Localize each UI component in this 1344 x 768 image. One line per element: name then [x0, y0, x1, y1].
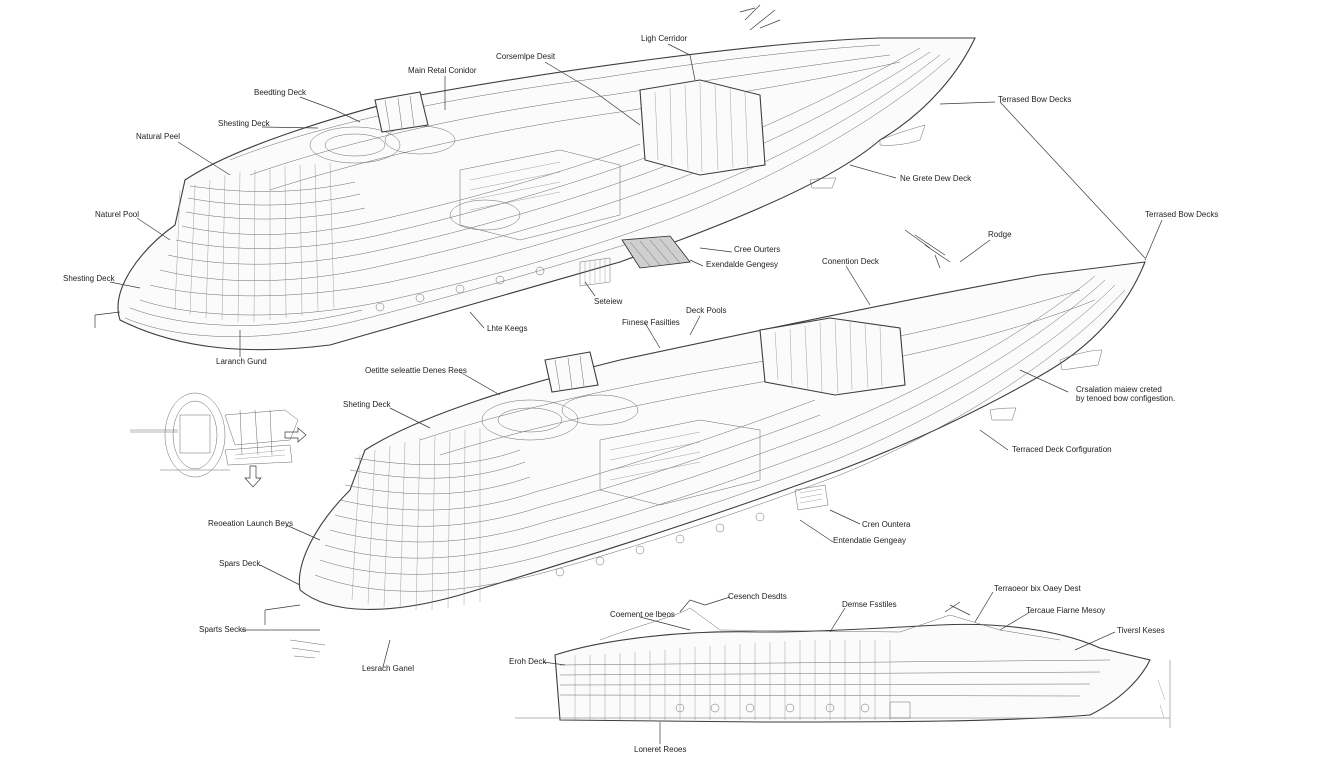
terraced-bow-decks-label: Terrased Bow Decks: [998, 95, 1072, 104]
terraced-frame-label: Tercaue Fiarne Mesoy: [1026, 606, 1106, 615]
sheting-deck-label: Sheting Deck: [343, 400, 391, 409]
natural-pool-lower-label: Naturel Pool: [95, 210, 140, 219]
extendable-gangway-label: Exendalde Gengesy: [706, 260, 779, 269]
arrow-right-icon: [284, 427, 307, 443]
recreation-launch-bays-label: Reoeation Launch Beys: [208, 519, 293, 528]
natural-pool-upper-label: Natural Peel: [136, 132, 181, 141]
lowered-reces-label: Loneret Reoes: [634, 745, 687, 754]
ship-3-profile: [515, 599, 1171, 728]
arrow-down-icon: [244, 465, 262, 488]
crew-quarters-label-2: Cren Ountera: [862, 520, 911, 529]
crew-quarters-label: Cree Ourters: [734, 245, 781, 254]
ship-1-upper: [94, 4, 976, 351]
services-label: Seteiew: [594, 297, 623, 306]
terraced-bow-decks-label-2: Terrased Bow Decks: [1145, 210, 1219, 219]
outside-deck-rest-label: Oetitte seleattie Denes Rees: [365, 366, 467, 375]
connection-deck-label: Conention Deck: [822, 257, 879, 266]
ship-2-middle: [264, 229, 1146, 659]
life-keeps-label: Lhte Keegs: [487, 324, 528, 333]
detail-inset: [130, 392, 299, 478]
extendable-gangway-label-2: Entendatie Gengeay: [833, 536, 906, 545]
observation-deck-label: Corsemlpe Desit: [496, 52, 556, 61]
light-corridor-label: Ligh Cerridor: [641, 34, 688, 43]
shesting-deck-upper-label: Shesting Deck: [218, 119, 270, 128]
launch-guard-label-2: Lesrach Ganel: [362, 664, 415, 673]
main-retail-corridor-label: Main Retal Conidor: [408, 66, 477, 75]
leader-lines: [109, 43, 1163, 744]
bridge-label: Rodge: [988, 230, 1012, 239]
sheltering-deck-label: Beedting Deck: [254, 88, 307, 97]
deck-pools-label: Deck Pools: [686, 306, 727, 315]
terraced-bow-desk-label: Terraoeor bix Oaey Dest: [994, 584, 1081, 593]
coastal-decks-label: Cesench Desdts: [728, 592, 787, 601]
caption-line-1: Crsalation maiew creted: [1076, 385, 1162, 394]
caption-line-2: by tenoed bow configestion.: [1076, 394, 1176, 403]
terraced-deck-configuration-label: Terraced Deck Corfiguration: [1012, 445, 1112, 454]
sports-decks-label: Sparts Secks: [199, 625, 247, 634]
bridge-deck-label: Eroh Deck: [509, 657, 547, 666]
coastal-ideas-label: Coement oe lbeos: [610, 610, 675, 619]
shesting-deck-lower-label: Shesting Deck: [63, 274, 115, 283]
sports-deck-label: Spars Deck: [219, 559, 261, 568]
fitness-facilities-label: Fiınese Fasilties: [622, 318, 680, 327]
dense-facilities-label: Demse Fsstiles: [842, 600, 897, 609]
traverse-keels-label: Tiversl Keses: [1117, 626, 1165, 635]
launch-guard-label: Laranch Gund: [216, 357, 267, 366]
bow-deck-label: Ne Grete Dew Deck: [900, 174, 972, 183]
